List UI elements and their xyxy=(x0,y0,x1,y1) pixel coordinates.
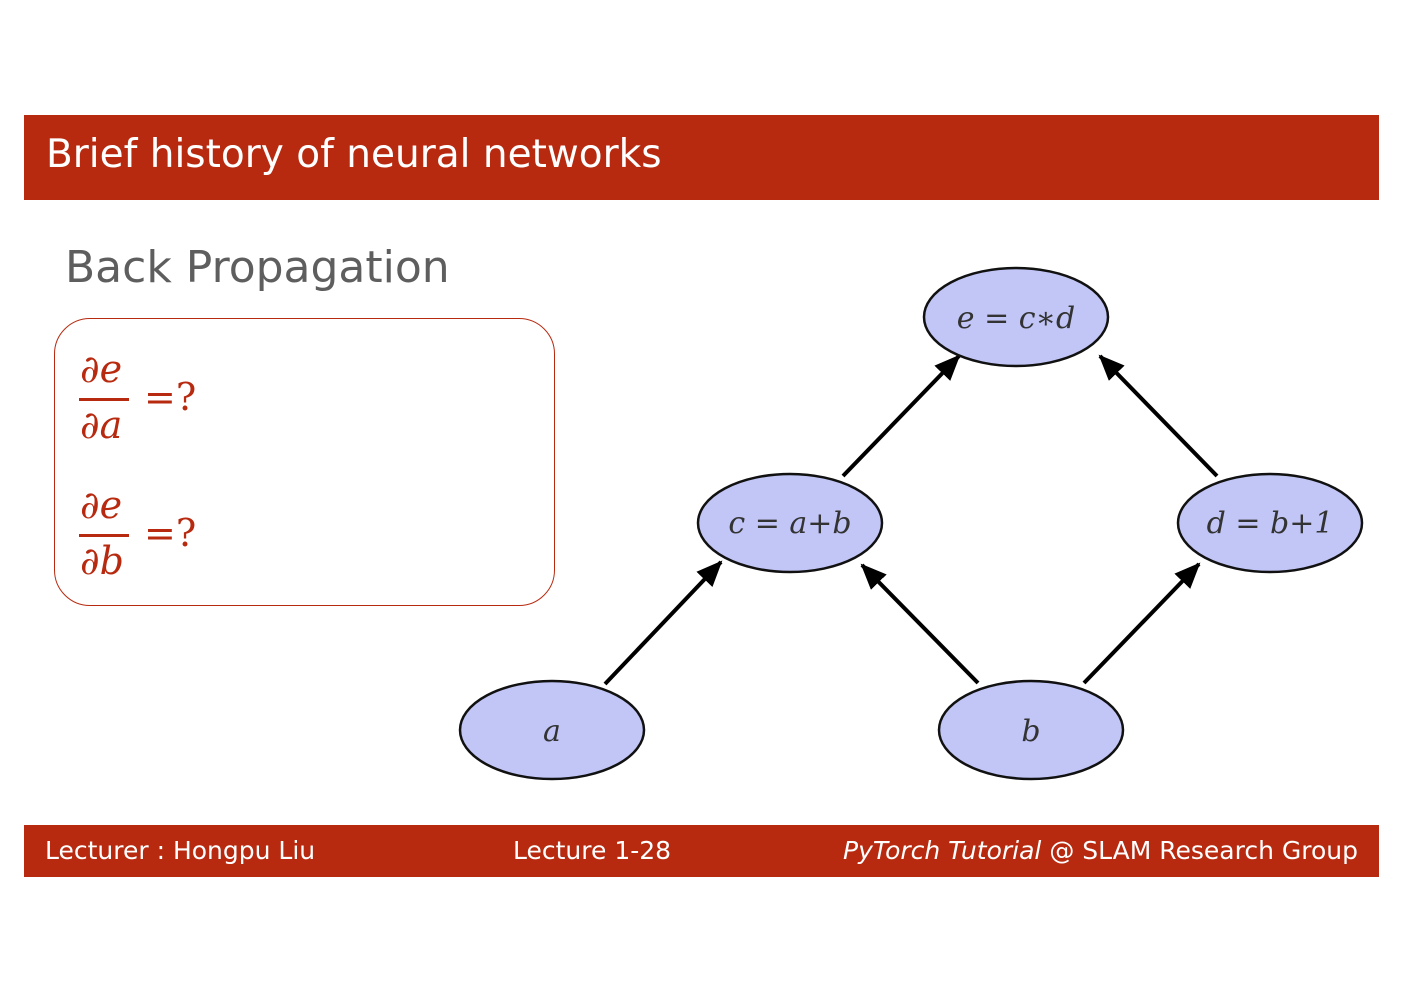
node-e-label: e = c∗d xyxy=(957,301,1075,336)
node-c: c = a+b xyxy=(696,472,884,574)
formula-numerator: ∂e xyxy=(80,483,123,527)
node-d: d = b+1 xyxy=(1176,472,1364,574)
computation-graph: e = c∗d c = a+b d = b+1 a b xyxy=(458,266,1364,781)
formula-box: ∂e ∂a =? ∂e ∂b =? xyxy=(54,318,555,606)
node-a: a xyxy=(458,679,646,781)
slide-title: Brief history of neural networks xyxy=(46,132,662,177)
node-b: b xyxy=(937,679,1125,781)
edge-a-c xyxy=(603,560,723,686)
footer-bar: Lecturer : Hongpu Liu Lecture 1-28 PyTor… xyxy=(24,825,1379,877)
footer-course-group: @ SLAM Research Group xyxy=(1041,836,1358,865)
fraction-bar xyxy=(79,534,129,537)
fraction-bar xyxy=(79,398,129,401)
node-b-label: b xyxy=(1021,714,1040,749)
node-c-label: c = a+b xyxy=(728,506,851,541)
edge-b-d xyxy=(1082,562,1201,685)
edge-b-c xyxy=(860,563,980,685)
formula-de-db: ∂e ∂b =? xyxy=(77,483,277,593)
footer-lecturer: Lecturer : Hongpu Liu xyxy=(45,836,316,865)
edge-c-e xyxy=(841,354,961,478)
footer-course-title: PyTorch Tutorial xyxy=(843,836,1042,865)
formula-de-da: ∂e ∂a =? xyxy=(77,347,277,457)
footer-course: PyTorch Tutorial @ SLAM Research Group xyxy=(843,825,1358,877)
slide-subtitle: Back Propagation xyxy=(65,242,450,293)
formula-denominator: ∂a xyxy=(80,403,123,447)
node-a-label: a xyxy=(543,714,561,749)
formula-equals: =? xyxy=(144,375,197,419)
title-bar: Brief history of neural networks xyxy=(24,115,1379,200)
node-d-label: d = b+1 xyxy=(1207,506,1334,541)
footer-lecture-number: Lecture 1-28 xyxy=(513,836,672,865)
formula-denominator: ∂b xyxy=(80,539,124,583)
formula-numerator: ∂e xyxy=(80,347,123,391)
formula-equals: =? xyxy=(144,511,197,555)
edge-d-e xyxy=(1098,354,1219,478)
node-e: e = c∗d xyxy=(922,266,1110,368)
